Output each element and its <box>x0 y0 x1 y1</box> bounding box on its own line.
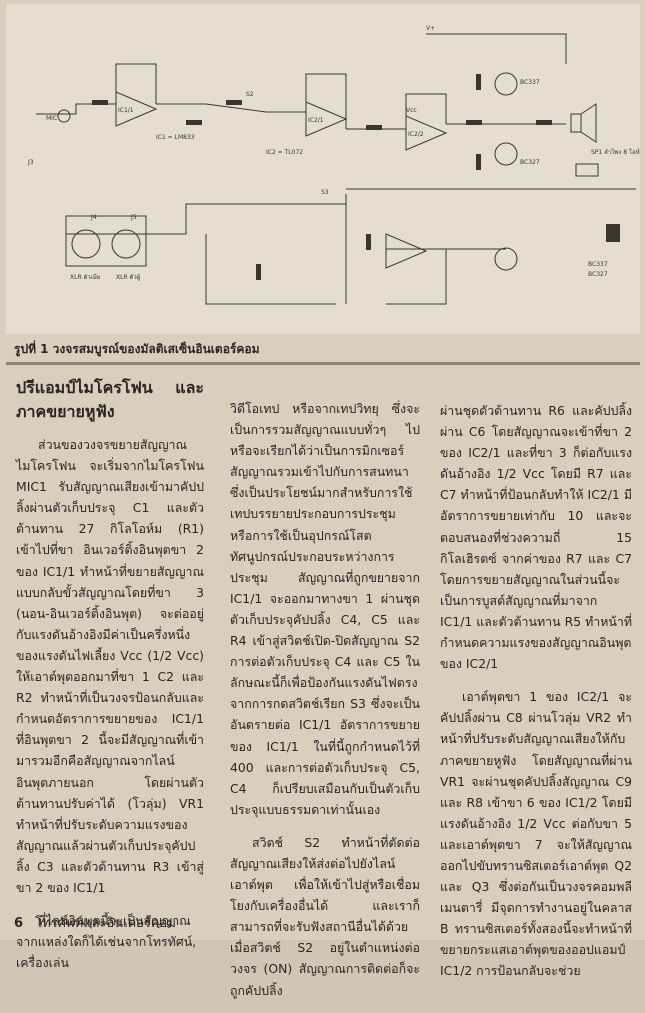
label-xlr-female: XLR ตัวเมีย <box>70 273 100 281</box>
label-ic-lm833: IC1 = LM833 <box>156 134 195 141</box>
column-1: ปรีแอมป์ไมโครโฟน และภาคขยายหูฟัง ส่วนของ… <box>16 376 204 985</box>
col3-paragraph-2: เอาต์พุตขา 1 ของ IC2/1 จะคัปปลิ้งผ่าน C8… <box>440 689 632 979</box>
circuit-schematic: MIC IC1/1 IC2/1 IC2/2 IC1 = LM833 IC2 = … <box>6 4 640 334</box>
label-q3: BC327 <box>520 159 540 166</box>
label-s3: S3 <box>321 189 329 196</box>
col1-paragraph-1: ส่วนของวงจรขยายสัญญาณไมโครโฟน จะเริ่มจาก… <box>16 437 204 895</box>
label-s2: S2 <box>246 91 254 98</box>
column-3: ผ่านชุดตัวต้านทาน R6 และคัปปลิ้งผ่าน C6 … <box>440 400 632 994</box>
figure-caption: รูปที่ 1 วงจรสมบูรณ์ของมัลติเสเซ็นอินเตอ… <box>14 342 260 356</box>
col2-paragraph-1: วิดีโอเทป หรือจากเทปวิทยุ ซึ่งจะเป็นการร… <box>230 401 420 817</box>
page-number: 6 <box>14 916 24 931</box>
magazine-title: โทรศัพท์และอินเตอร์คอม <box>35 916 176 931</box>
label-j3: J3 <box>27 159 34 166</box>
label-ic1-1: IC1/1 <box>118 107 134 114</box>
label-mic: MIC <box>46 115 57 122</box>
label-speaker: SP1 ลำโพง 8 โอห์ม <box>591 148 640 156</box>
label-ic2-1: IC2/1 <box>308 117 324 124</box>
label-j4: J4 <box>90 214 97 221</box>
column-2: วิดีโอเทป หรือจากเทปวิทยุ ซึ่งจะเป็นการร… <box>230 398 420 1013</box>
caption-divider <box>6 362 640 365</box>
label-ic-tl072: IC2 = TL072 <box>266 149 303 156</box>
section-heading: ปรีแอมป์ไมโครโฟน และภาคขยายหูฟัง <box>16 378 204 421</box>
label-bc337: BC337 <box>588 261 608 268</box>
label-vplus: V+ <box>426 25 435 32</box>
label-vcc: Vcc <box>406 107 417 114</box>
label-xlr-male: XLR ตัวผู้ <box>116 274 141 281</box>
label-j5: J5 <box>130 214 137 221</box>
label-bc327: BC327 <box>588 271 608 278</box>
col2-paragraph-2: สวิตช์ S2 ทำหน้าที่ตัดต่อสัญญาณเสียงให้ส… <box>230 834 420 998</box>
col3-paragraph-1: ผ่านชุดตัวต้านทาน R6 และคัปปลิ้งผ่าน C6 … <box>440 403 632 672</box>
magazine-page: MIC IC1/1 IC2/1 IC2/2 IC1 = LM833 IC2 = … <box>6 4 640 998</box>
schematic-drawing: MIC IC1/1 IC2/1 IC2/2 IC1 = LM833 IC2 = … <box>27 25 640 305</box>
label-ic1-2: IC2/2 <box>408 131 424 138</box>
page-footer: 6 โทรศัพท์และอินเตอร์คอม <box>14 912 176 933</box>
label-q2: BC337 <box>520 79 540 86</box>
